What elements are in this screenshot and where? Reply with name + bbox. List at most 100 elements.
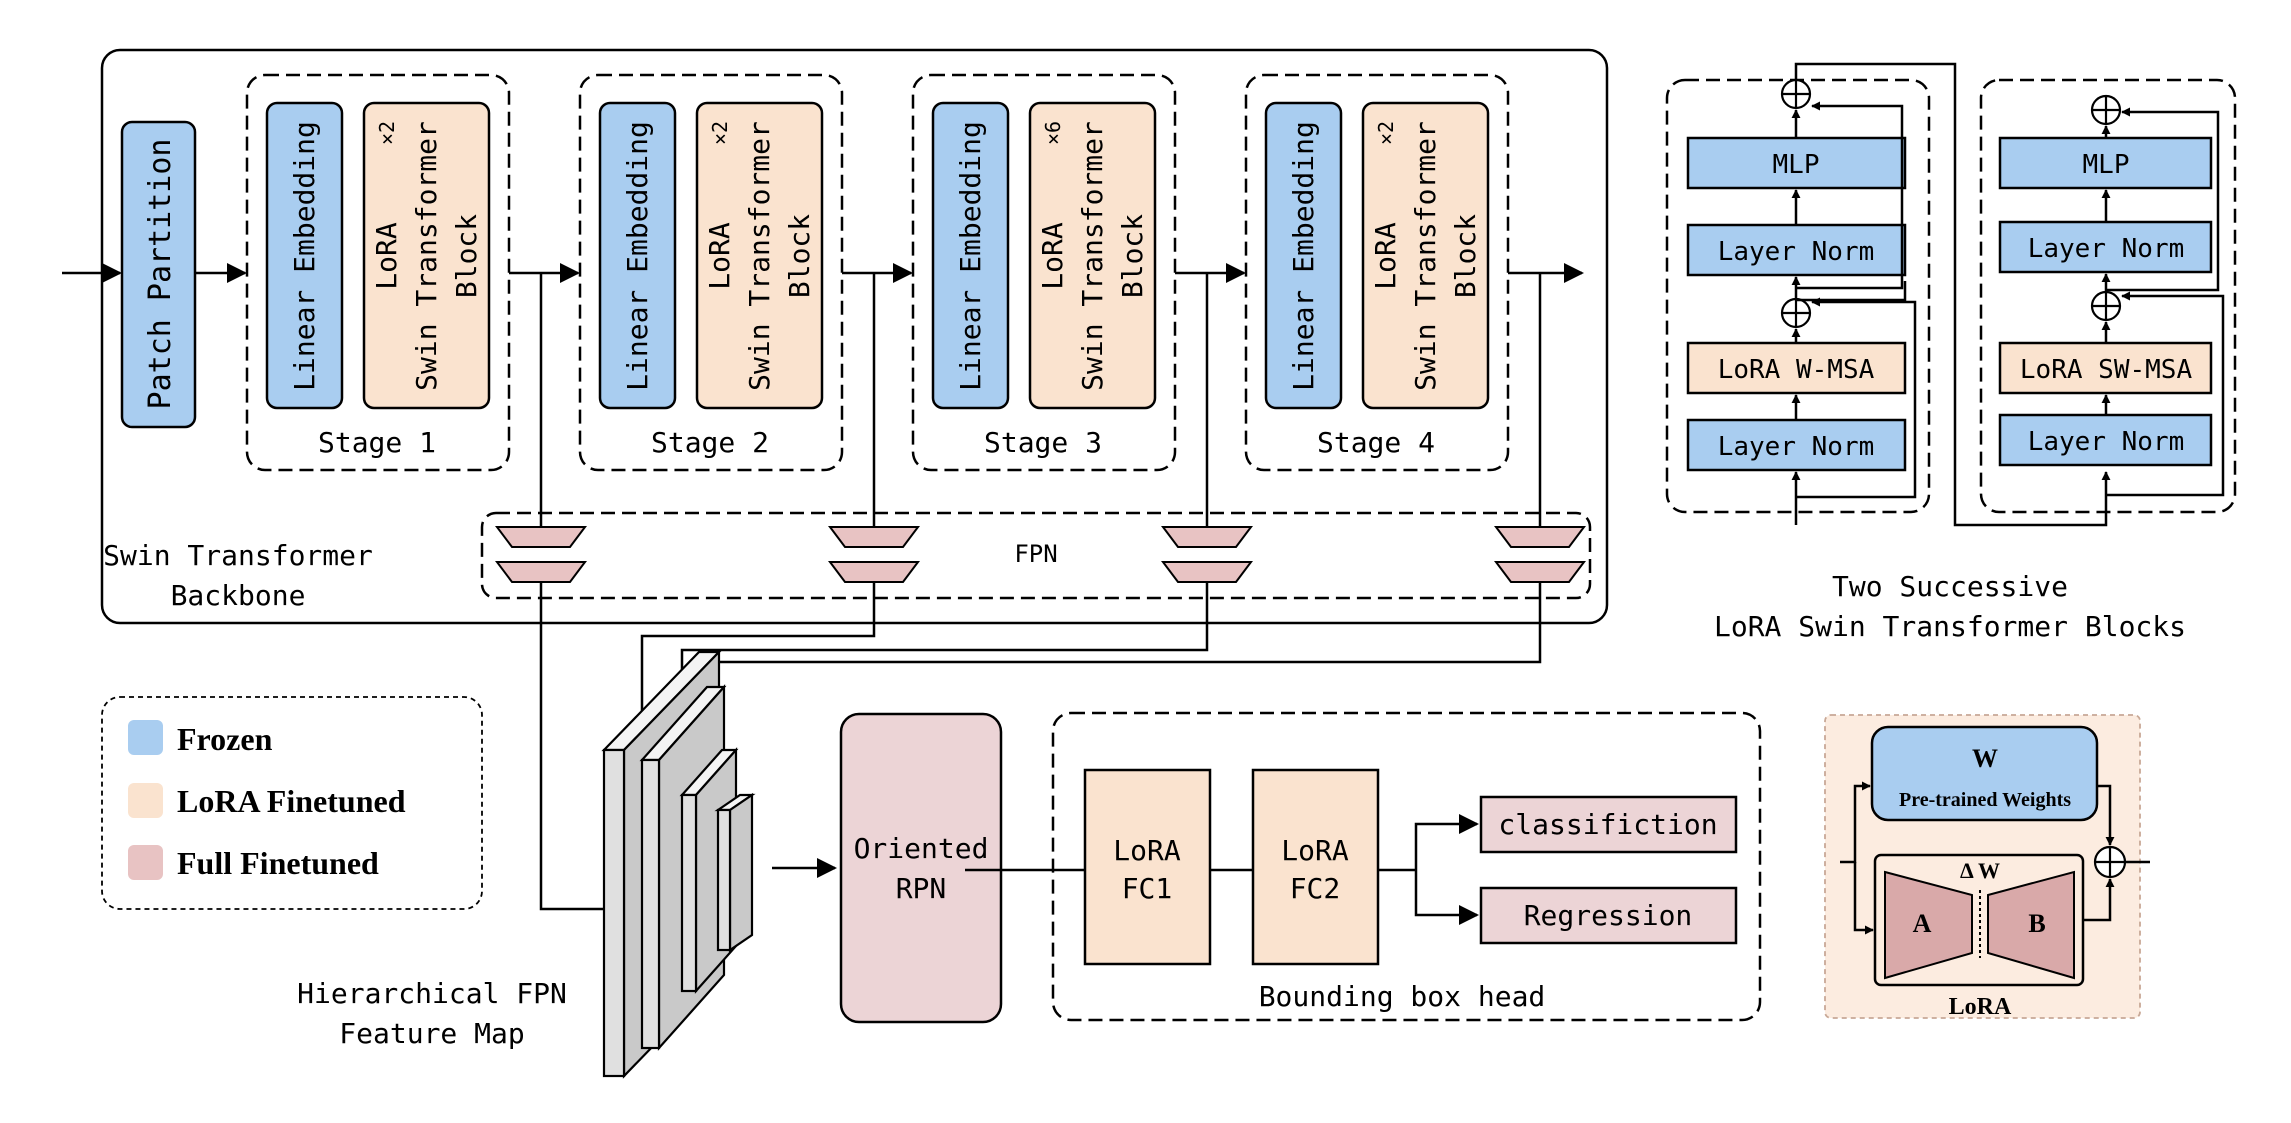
legend-lora-label: LoRA Finetuned: [177, 783, 406, 819]
lora-fc1-line2: FC1: [1122, 872, 1173, 905]
block1-wmsa-box: [1686, 341, 1907, 395]
lora-module-caption: LoRA: [1949, 994, 2012, 1020]
stage-4-block-line3: Block: [1449, 214, 1482, 298]
block1-mlp-label: MLP: [1773, 150, 1820, 180]
stage-1-block-line1: LoRA: [370, 222, 403, 290]
legend-frozen-label: Frozen: [177, 721, 273, 757]
stage-4-lora-swin-block: [1361, 101, 1490, 410]
lora-add-icon: [2093, 845, 2127, 879]
stage-4-multiplier: ×2: [1374, 121, 1398, 145]
block1-layer-norm-top-label: Layer Norm: [1718, 237, 1875, 267]
stage-2-multiplier: ×2: [708, 121, 732, 145]
stage-4-label: Stage 4: [1317, 426, 1435, 459]
fpn-trapezoid-1: [495, 526, 587, 583]
stage-4-linear-embedding-label: Linear Embedding: [1287, 121, 1320, 391]
feature-map-caption-line2: Feature Map: [339, 1017, 524, 1050]
stage-1-block-line2: Swin Transformer: [410, 121, 443, 391]
oriented-rpn-line2: RPN: [896, 872, 947, 905]
stage-1-lora-swin-block: [362, 101, 491, 410]
stage-4-block-line2: Swin Transformer: [1409, 121, 1442, 391]
regression-box: [1479, 886, 1738, 945]
block2-layer-norm-bottom-label: Layer Norm: [2028, 427, 2185, 457]
block1-wmsa-label: LoRA W-MSA: [1718, 355, 1875, 385]
block1-layer-norm-top: [1686, 223, 1907, 277]
fpn-group: [480, 511, 1592, 600]
block1-add-mid-icon: [1780, 297, 1812, 329]
swin-block-swmsa-group: [1979, 78, 2237, 514]
backbone-label-line1: Swin Transformer: [103, 539, 373, 572]
hierarchical-fpn-feature-map: [601, 649, 756, 1079]
fpn-trapezoid-2: [828, 526, 920, 583]
fpn-trapezoid-3: [1161, 526, 1253, 583]
stage-3-linear-embedding-label: Linear Embedding: [954, 121, 987, 391]
regression-label: Regression: [1524, 899, 1693, 932]
stage-2-block-line1: LoRA: [703, 222, 736, 290]
classification-label: classifiction: [1498, 808, 1717, 841]
legend-frozen-swatch: [128, 720, 163, 755]
legend-lora-swatch: [128, 783, 163, 818]
lora-delta-w-label: Δ W: [1960, 858, 2000, 883]
patch-partition-label: Patch Partition: [143, 139, 178, 410]
successive-caption-line1: Two Successive: [1832, 570, 2068, 603]
stage-2-block-line3: Block: [783, 214, 816, 298]
lora-matrix-b: [1987, 870, 2075, 980]
pretrained-weights-label: Pre-trained Weights: [1899, 789, 2071, 811]
pretrained-weights-box: [1870, 725, 2099, 822]
lora-fc2-box: [1251, 768, 1380, 966]
lora-fc1-box: [1083, 768, 1212, 966]
stage-2-lora-swin-block: [695, 101, 824, 410]
block1-layer-norm-bottom: [1686, 418, 1907, 472]
lora-fc1-line1: LoRA: [1113, 834, 1181, 867]
stage-1-linear-embedding-box: [265, 101, 344, 410]
stage-1-linear-embedding-label: Linear Embedding: [288, 121, 321, 391]
lora-matrix-b-label: B: [2028, 909, 2045, 938]
stage-2-linear-embedding-label: Linear Embedding: [621, 121, 654, 391]
lora-fc2-line1: LoRA: [1281, 834, 1349, 867]
stage-1-multiplier: ×2: [375, 121, 399, 145]
successive-caption-line2: LoRA Swin Transformer Blocks: [1714, 610, 2186, 643]
block2-mlp-label: MLP: [2083, 150, 2130, 180]
block1-add-top-icon: [1780, 78, 1812, 110]
fpn-trapezoid-4: [1494, 526, 1586, 583]
stage-2-label: Stage 2: [651, 426, 769, 459]
block2-layer-norm-bottom: [1998, 413, 2213, 467]
pretrained-weights-w: W: [1972, 744, 1998, 773]
stage-3-block-line2: Swin Transformer: [1076, 121, 1109, 391]
block2-add-top-icon: [2090, 94, 2122, 126]
stage-3-block-line3: Block: [1116, 214, 1149, 298]
backbone-label-line2: Backbone: [171, 579, 306, 612]
stage-3-lora-swin-block: [1028, 101, 1157, 410]
fpn-label: FPN: [1014, 540, 1057, 568]
block2-mlp-box: [1998, 136, 2213, 190]
stage-3-block-line1: LoRA: [1036, 222, 1069, 290]
backbone-container: [100, 48, 1609, 625]
patch-partition-box: [120, 120, 197, 429]
stage-3-label: Stage 3: [984, 426, 1102, 459]
feature-map-caption-line1: Hierarchical FPN: [297, 977, 567, 1010]
classification-box: [1479, 795, 1738, 854]
stage-3-linear-embedding-box: [931, 101, 1010, 410]
block2-swmsa-label: LoRA SW-MSA: [2020, 355, 2193, 385]
stage-4-linear-embedding-box: [1264, 101, 1343, 410]
oriented-rpn-line1: Oriented: [854, 832, 989, 865]
lora-matrix-a: [1884, 870, 1973, 980]
bounding-box-head-group: [1051, 711, 1762, 1022]
stage-3-multiplier: ×6: [1041, 121, 1065, 145]
stage-2-linear-embedding-box: [598, 101, 677, 410]
stage-4-block-line1: LoRA: [1369, 222, 1402, 290]
stage-1-block-line3: Block: [450, 214, 483, 298]
block2-add-mid-icon: [2090, 290, 2122, 322]
bounding-box-head-caption: Bounding box head: [1259, 980, 1546, 1013]
lora-matrix-a-label: A: [1913, 909, 1932, 938]
block2-layer-norm-top: [1998, 220, 2213, 274]
lora-fc2-line2: FC2: [1290, 872, 1341, 905]
stage-2-block-line2: Swin Transformer: [743, 121, 776, 391]
oriented-rpn-box: [839, 712, 1003, 1024]
legend-full-swatch: [128, 845, 163, 880]
stage-1-label: Stage 1: [318, 426, 436, 459]
legend-box: [101, 696, 483, 910]
legend-full-label: Full Finetuned: [177, 845, 379, 881]
block1-layer-norm-bottom-label: Layer Norm: [1718, 432, 1875, 462]
block2-layer-norm-top-label: Layer Norm: [2028, 234, 2185, 264]
